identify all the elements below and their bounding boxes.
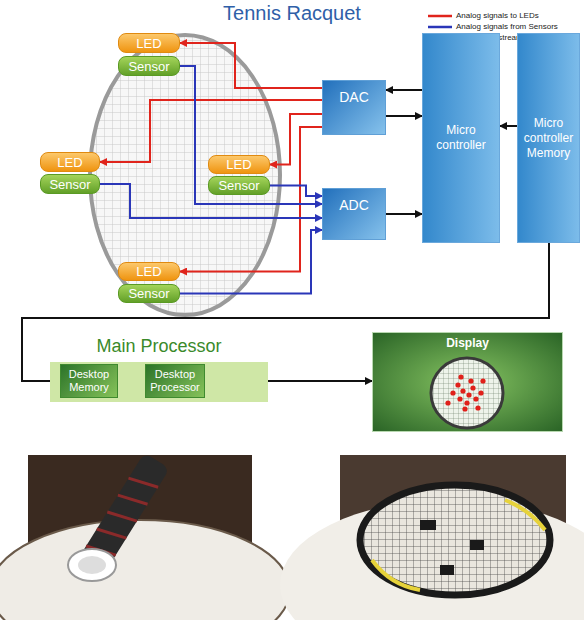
sensor-box: Sensor <box>118 284 180 303</box>
led-box: LED <box>208 155 270 174</box>
node-text: LED <box>57 155 82 170</box>
legend-line <box>428 24 452 30</box>
process-box: Desktop Memory <box>60 364 118 398</box>
node-text: Sensor <box>128 59 169 74</box>
photo-handle <box>0 453 290 620</box>
adc-block: ADC <box>322 188 386 240</box>
node-text: Sensor <box>49 177 90 192</box>
sensor-box: Sensor <box>208 176 270 195</box>
node-text: Micro controller <box>425 123 497 153</box>
memory-block: Micro controller Memory <box>517 33 580 243</box>
signal-connector <box>500 125 517 127</box>
node-text: Main Processor <box>96 336 221 357</box>
signal-connector <box>180 66 322 204</box>
signal-connector <box>180 127 322 272</box>
legend-text: Analog signals to LEDs <box>456 11 539 20</box>
node-text: DAC <box>339 89 369 105</box>
microcontroller-block: Micro controller <box>422 33 500 243</box>
dac-block: DAC <box>322 80 386 135</box>
display-panel: Display <box>372 332 563 432</box>
signal-connector <box>180 230 322 294</box>
led-box: LED <box>118 33 180 53</box>
node-text: Sensor <box>218 178 259 193</box>
node-text: LED <box>226 157 251 172</box>
node-text: Desktop Memory <box>63 368 115 394</box>
signal-connector <box>386 213 422 215</box>
racquet-head <box>90 35 280 315</box>
led-box: LED <box>40 152 100 172</box>
signal-connector <box>268 380 372 382</box>
legend-row: Analog signals to LEDs <box>428 10 558 21</box>
signal-connector <box>386 89 422 91</box>
node-text: ADC <box>339 197 369 213</box>
node-text: Display <box>446 336 489 350</box>
node-text: Sensor <box>128 286 169 301</box>
legend-text: Analog signals from Sensors <box>456 22 558 31</box>
legend-line <box>428 13 452 19</box>
sensor-box: Sensor <box>118 56 180 76</box>
process-box: Desktop Processor <box>145 364 205 398</box>
signal-connector <box>100 100 322 162</box>
node-text: LED <box>136 264 161 279</box>
photo-racquet <box>280 455 584 620</box>
node-text: Desktop Processor <box>148 368 202 394</box>
node-text: LED <box>136 36 161 51</box>
processor-band: Main ProcessorDesktop Memory Desktop Proc… <box>50 336 268 402</box>
sensor-box: Sensor <box>40 174 100 194</box>
signal-connector <box>386 115 422 117</box>
led-box: LED <box>118 262 180 281</box>
node-text: Micro controller Memory <box>520 116 577 161</box>
signal-connector <box>270 114 322 165</box>
legend-row: Analog signals from Sensors <box>428 21 558 32</box>
signal-connector <box>270 186 322 197</box>
signal-connector <box>180 43 322 88</box>
